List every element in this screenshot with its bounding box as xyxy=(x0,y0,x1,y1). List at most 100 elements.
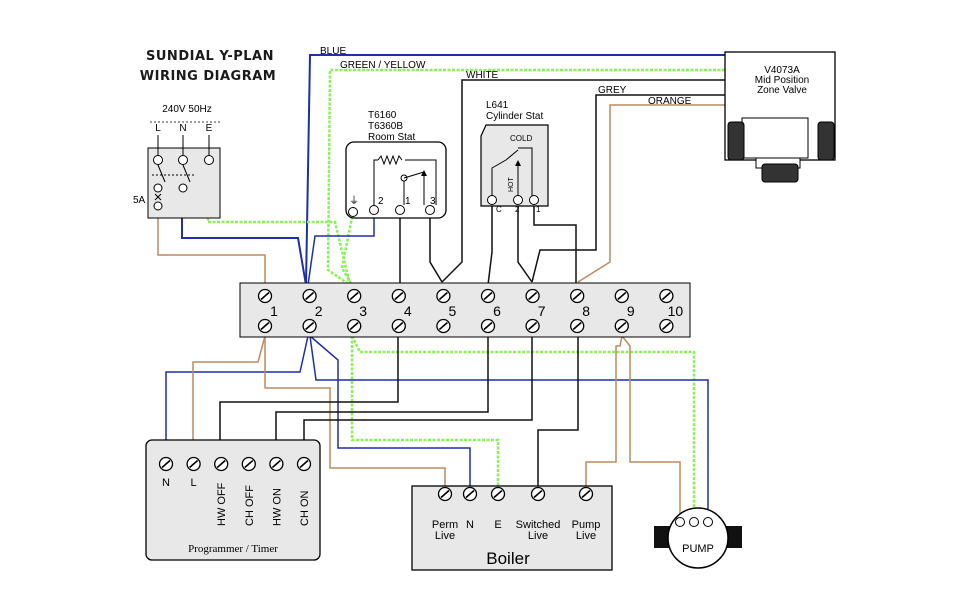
supply-e-term xyxy=(204,155,214,165)
wire-blue-valve xyxy=(305,54,725,286)
boiler-terminal-label-2: Live xyxy=(528,530,548,542)
programmer-screw-2 xyxy=(213,456,229,472)
cylstat-model: L641 xyxy=(486,100,509,111)
junction-screw-top-7 xyxy=(525,288,540,304)
diagram-title-1: SUNDIAL Y-PLAN xyxy=(146,49,274,64)
boiler-terminal-label: Perm xyxy=(432,519,458,531)
valve-line3: Zone Valve xyxy=(757,85,807,96)
junction-screw-bottom-1 xyxy=(257,318,273,334)
roomstat-earth-symbol: ⏚ xyxy=(349,195,359,207)
junction-screw-top-4 xyxy=(391,288,407,304)
wire-brown-prog-l xyxy=(192,335,266,460)
pump-term-l xyxy=(675,517,685,527)
junction-screw-bottom-3 xyxy=(346,318,362,334)
programmer-terminal-label: L xyxy=(191,477,197,489)
roomstat-res-lead2 xyxy=(405,159,437,205)
wire-green-roomstat xyxy=(340,211,355,286)
wire-green-boiler-e xyxy=(350,336,500,490)
roomstat-arrow xyxy=(421,170,427,176)
roomstat-model1: T6160 xyxy=(368,110,397,121)
supply-l-label: L xyxy=(155,123,161,134)
pump-term-e xyxy=(689,517,699,527)
supply-n-bottom xyxy=(178,183,188,193)
cylstat-box xyxy=(480,124,549,207)
cylstat-term-2 xyxy=(513,195,523,205)
wire-brown-perm xyxy=(264,336,446,490)
wire-cyl-c xyxy=(487,205,493,286)
wire-cyl-1 xyxy=(533,205,577,285)
junction-screw-bottom-8 xyxy=(569,318,585,334)
valve-body xyxy=(741,117,809,159)
junction-terminal-label: 4 xyxy=(404,303,412,319)
junction-terminal-label: 9 xyxy=(627,303,635,319)
boiler-terminal-label: Switched xyxy=(516,519,561,531)
valve-line2: Mid Position xyxy=(755,75,809,86)
cylstat-1-lead xyxy=(518,147,533,200)
programmer-screw-1 xyxy=(186,456,201,472)
roomstat-name: Room Stat xyxy=(368,132,415,143)
roomstat-contact xyxy=(403,171,425,179)
pump-term-n xyxy=(703,517,713,527)
boiler-screw-4 xyxy=(578,486,594,502)
programmer-terminal-label: HW OFF xyxy=(216,482,228,526)
boiler-terminal-label-2: Live xyxy=(576,530,596,542)
wire-cyl-2 xyxy=(517,205,533,283)
wire-white xyxy=(441,79,725,283)
wire-pump-brown xyxy=(621,335,681,522)
junction-screw-top-8 xyxy=(569,288,585,304)
wire-label-white: WHITE xyxy=(466,70,499,81)
boiler-screw-3 xyxy=(530,486,546,502)
cylstat-hot: HOT xyxy=(508,177,515,193)
supply-fuse-top xyxy=(153,183,163,193)
programmer-terminal-label: N xyxy=(162,477,170,489)
cylstat-cold: COLD xyxy=(510,134,532,143)
valve-port-bottom xyxy=(761,163,799,183)
diagram-title-2: WIRING DIAGRAM xyxy=(140,69,276,84)
junction-screw-bottom-6 xyxy=(480,318,496,334)
wire-pump-live xyxy=(585,335,623,490)
junction-screw-bottom-5 xyxy=(436,318,451,334)
supply-l-switch xyxy=(157,164,166,183)
cylstat-c-lead xyxy=(491,159,507,200)
junction-terminal-label: 1 xyxy=(270,303,278,319)
programmer-name: Programmer / Timer xyxy=(188,543,278,555)
junction-screw-top-9 xyxy=(614,288,630,304)
roomstat-label-3: 3 xyxy=(430,196,436,207)
roomstat-earth-term xyxy=(348,207,358,217)
programmer-screw-5 xyxy=(296,456,312,472)
cylstat-contact xyxy=(505,149,519,161)
junction-terminal-label: 2 xyxy=(315,303,323,319)
roomstat-res-lead xyxy=(373,159,378,205)
junction-screw-top-5 xyxy=(436,288,451,304)
junction-screw-bottom-7 xyxy=(525,318,540,334)
boiler-terminal-label: E xyxy=(494,519,501,531)
pump-body xyxy=(667,507,729,569)
boiler-terminal-label-2: Live xyxy=(435,530,455,542)
junction-screw-top-10 xyxy=(659,288,674,304)
supply-fuse-bottom xyxy=(153,201,163,211)
roomstat-label-1: 1 xyxy=(405,196,411,207)
wire-label-blue: BLUE xyxy=(320,46,346,57)
junction-screw-bottom-2 xyxy=(302,318,317,334)
wire-brown-supply xyxy=(157,210,266,285)
cylstat-label-2: 2 xyxy=(515,205,520,214)
programmer-screw-4 xyxy=(269,456,284,472)
wire-green-valve xyxy=(326,68,725,287)
junction-terminal-label: 6 xyxy=(493,303,501,319)
junction-terminal-label: 5 xyxy=(449,303,457,319)
junction-terminal-label: 3 xyxy=(359,303,367,319)
wire-prog-chon xyxy=(275,336,489,460)
junction-screw-bottom-9 xyxy=(614,318,630,334)
supply-label: 240V 50Hz xyxy=(162,104,211,115)
wire-blue-pump xyxy=(309,335,709,522)
programmer-screw-0 xyxy=(158,456,174,472)
roomstat-resistor xyxy=(377,154,403,166)
programmer-screw-3 xyxy=(241,456,257,472)
boiler-terminal-label: N xyxy=(466,519,474,531)
pump-name: PUMP xyxy=(682,543,714,555)
valve-port-right xyxy=(817,121,835,161)
